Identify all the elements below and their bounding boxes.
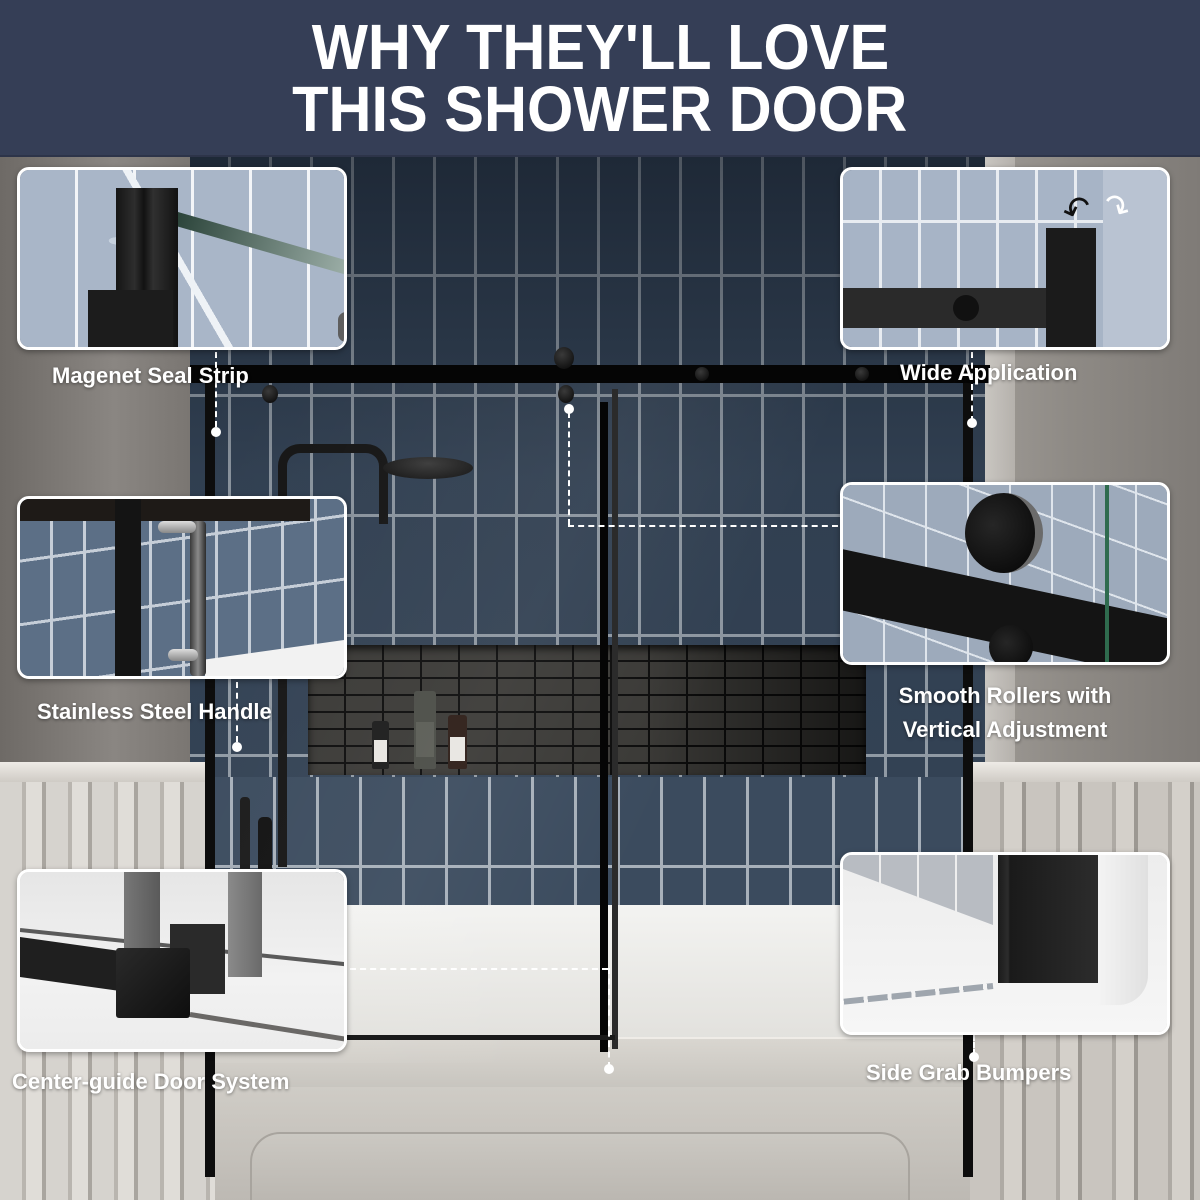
bottle-icon — [448, 715, 467, 769]
door-frame-left — [205, 377, 215, 1177]
bumper-post-icon — [998, 855, 1098, 983]
leader-line — [971, 352, 973, 422]
center-guide-icon — [116, 948, 190, 1018]
header-banner: WHY THEY'LL LOVE THIS SHOWER DOOR — [0, 0, 1200, 157]
leader-dot — [967, 418, 977, 428]
leader-line — [608, 968, 610, 1068]
leader-dot — [969, 1052, 979, 1062]
roller-icon — [695, 367, 709, 381]
leader-dot — [211, 427, 221, 437]
shower-arm — [278, 444, 388, 524]
door-frame-right — [963, 377, 973, 1177]
feature-label-center-guide: Center-guide Door System — [12, 1069, 290, 1094]
title-line-2: THIS SHOWER DOOR — [292, 72, 908, 145]
bottom-track — [205, 1035, 615, 1040]
leader-line — [973, 1035, 975, 1055]
feature-panel-wide-application: ↶ ↷ — [840, 167, 1170, 350]
roller-wheel-icon — [989, 625, 1033, 662]
leader-dot — [232, 742, 242, 752]
tub-panel — [250, 1132, 910, 1200]
wall-post-icon — [1046, 228, 1096, 347]
leader-line — [568, 412, 570, 525]
curved-arrow-icon: ↶ — [1057, 187, 1098, 233]
leader-line — [350, 968, 608, 970]
feature-label-rollers-line2: Vertical Adjustment — [902, 717, 1108, 742]
feature-label-rollers: Smooth Rollers with Vertical Adjustment — [860, 683, 1150, 743]
title-line-1: WHY THEY'LL LOVE — [311, 10, 889, 83]
rain-shower-head-icon — [383, 457, 473, 479]
feature-panel-rollers — [840, 482, 1170, 665]
top-rail — [190, 365, 990, 383]
roller-icon — [558, 385, 574, 403]
leader-dot — [604, 1064, 614, 1074]
roller-icon — [262, 385, 278, 403]
feature-panel-center-guide — [17, 869, 347, 1052]
door-handle-icon — [190, 521, 206, 676]
door-center-stile — [600, 402, 608, 1052]
roller-icon — [855, 367, 869, 381]
pump-bottle-icon — [414, 691, 436, 769]
bottle-icon — [372, 721, 389, 769]
leader-line — [568, 525, 838, 527]
feature-label-wide-application: Wide Application — [900, 360, 1078, 385]
leader-line — [215, 352, 217, 427]
door-center-stile-back — [612, 389, 618, 1049]
shower-niche — [308, 645, 866, 775]
roller-wheel-icon — [965, 493, 1043, 573]
feature-label-bumpers: Side Grab Bumpers — [866, 1060, 1072, 1085]
feature-label-handle: Stainless Steel Handle — [37, 699, 272, 724]
leader-dot — [564, 404, 574, 414]
feature-panel-seal-strip — [17, 167, 347, 350]
feature-label-rollers-line1: Smooth Rollers with — [898, 683, 1112, 708]
feature-panel-handle — [17, 496, 347, 679]
leader-line — [236, 682, 238, 742]
roller-icon — [554, 347, 574, 369]
feature-label-seal-strip: Magenet Seal Strip — [52, 363, 249, 388]
feature-panel-bumpers — [840, 852, 1170, 1035]
